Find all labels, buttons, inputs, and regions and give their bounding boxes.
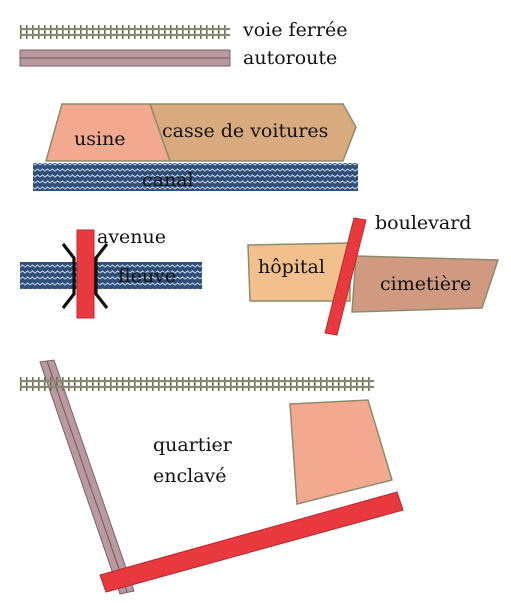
enclave-example: quartier enclavé [20, 359, 404, 595]
enclave-label-line2: enclavé [153, 465, 227, 487]
enclave-industrial-block [289, 399, 393, 505]
factory-label: usine [74, 128, 126, 150]
river-avenue-example: avenue fleuve [20, 226, 202, 319]
rail-legend-label: voie ferrée [242, 19, 347, 41]
canal-strip [33, 163, 358, 191]
boulevard-road [324, 217, 367, 336]
highway-legend-label: autoroute [243, 47, 337, 69]
bridge-right-parapet [94, 243, 109, 309]
enclave-label-line1: quartier [153, 434, 233, 456]
scrapyard-block [148, 103, 357, 162]
avenue-label: avenue [97, 226, 166, 248]
factory-canal-example: usine casse de voitures canal [33, 103, 358, 191]
cemetery-label: cimetière [380, 273, 471, 295]
hospital-boulevard-example: boulevard hôpital cimetière [247, 212, 500, 336]
enclave-railway [20, 377, 374, 391]
river-label: fleuve [118, 265, 176, 287]
legend: voie ferrée autoroute [19, 19, 347, 69]
boulevard-label: boulevard [375, 212, 471, 234]
enclave-boulevard [99, 491, 404, 593]
hospital-block [247, 242, 351, 302]
highway-legend-symbol [19, 49, 231, 67]
hospital-label: hôpital [258, 256, 325, 278]
rail-legend-symbol [20, 25, 230, 39]
cemetery-block [351, 255, 500, 313]
scrapyard-label: casse de voitures [162, 120, 328, 142]
bridge-left-parapet [61, 243, 76, 309]
avenue-bridge [76, 229, 95, 319]
river-strip [20, 262, 202, 289]
canal-label: canal [142, 169, 194, 191]
